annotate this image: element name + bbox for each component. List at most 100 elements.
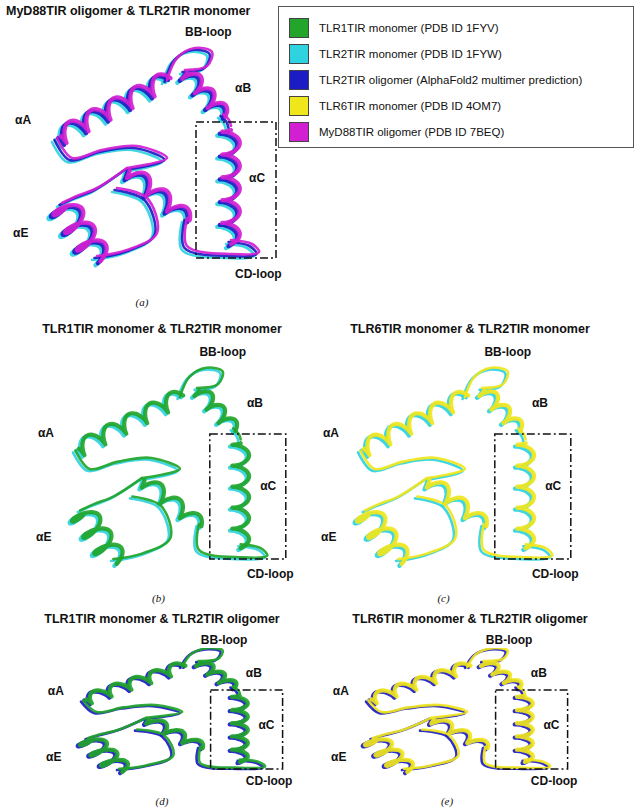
panel-cartoon bbox=[48, 48, 276, 265]
coil-loop bbox=[365, 478, 427, 510]
legend-text: TLR2TIR oligomer (AlphaFold2 multimer pr… bbox=[319, 74, 582, 86]
alpha-helix bbox=[194, 391, 237, 431]
ribbon-structure bbox=[363, 649, 548, 773]
coil-loop bbox=[62, 168, 127, 203]
legend-row: TLR2TIR oligomer (AlphaFold2 multimer pr… bbox=[289, 67, 633, 93]
ribbon-structure bbox=[72, 368, 267, 564]
panel-cartoon bbox=[355, 368, 571, 566]
alpha-helix bbox=[61, 74, 171, 143]
panel-title: TLR1TIR monomer & TLR2TIR oligomer bbox=[44, 612, 279, 626]
legend-row: TLR2TIR monomer (PDB ID 1FYW) bbox=[289, 41, 633, 67]
structure-label: αA bbox=[332, 685, 350, 699]
alpha-helix bbox=[80, 739, 128, 772]
alpha-helix bbox=[196, 663, 237, 689]
coil-loop bbox=[80, 478, 142, 510]
structure-label: αC bbox=[544, 480, 562, 494]
structure-label: αB bbox=[234, 82, 252, 96]
structure-label: CD-loop bbox=[234, 268, 283, 282]
ribbon-structure bbox=[357, 368, 552, 564]
structure-label: αE bbox=[320, 531, 337, 545]
structure-label: CD-loop bbox=[245, 775, 294, 789]
alpha-helix bbox=[427, 480, 487, 526]
coil-loop bbox=[360, 451, 465, 479]
alpha-helix bbox=[127, 170, 190, 220]
alpha-helix bbox=[79, 392, 184, 455]
legend-box: TLR1TIR monomer (PDB ID 1FYV) TLR2TIR mon… bbox=[278, 6, 634, 148]
alpha-helix bbox=[222, 130, 240, 244]
alpha-helix bbox=[517, 443, 534, 548]
structure-label: αB bbox=[531, 397, 549, 411]
structure-label: αA bbox=[322, 427, 340, 441]
structure-label: BB-loop bbox=[198, 346, 247, 360]
coil-loop bbox=[57, 138, 167, 168]
ribbon-structure bbox=[53, 48, 259, 261]
legend-row: TLR6TIR monomer (PDB ID 4OM7) bbox=[289, 93, 633, 119]
structure-label: αA bbox=[47, 685, 65, 699]
alpha-helix bbox=[72, 512, 123, 564]
highlight-box bbox=[496, 690, 568, 769]
legend-text: TLR1TIR monomer (PDB ID 1FYV) bbox=[319, 22, 499, 34]
highlight-box bbox=[210, 434, 286, 559]
structure-label: αE bbox=[45, 751, 62, 765]
structure-label: αE bbox=[12, 227, 29, 241]
coil-loop bbox=[83, 700, 182, 717]
ribbon-structure bbox=[78, 649, 263, 773]
alpha-helix bbox=[365, 739, 413, 772]
alpha-helix bbox=[431, 719, 488, 748]
structure-label: αB bbox=[530, 667, 548, 681]
structure-label: αC bbox=[259, 480, 277, 494]
legend-swatch bbox=[289, 44, 309, 64]
coil-loop bbox=[373, 718, 432, 738]
panel-cartoon bbox=[78, 648, 283, 773]
alpha-helix bbox=[53, 205, 106, 261]
coil-loop bbox=[88, 718, 147, 738]
structure-label: αC bbox=[248, 172, 266, 186]
alpha-helix bbox=[232, 696, 248, 762]
alpha-helix bbox=[481, 663, 522, 689]
structure-label: αE bbox=[35, 531, 52, 545]
structure-label: BB-loop bbox=[200, 634, 249, 648]
alpha-helix bbox=[371, 663, 470, 703]
alpha-helix bbox=[146, 719, 203, 748]
panel-title: MyD88TIR oligomer & TLR2TIR monomer bbox=[6, 4, 250, 18]
structure-label: αB bbox=[246, 397, 264, 411]
panel-letter: (d) bbox=[156, 795, 169, 808]
structure-label: BB-loop bbox=[483, 346, 532, 360]
structure-label: αC bbox=[542, 719, 560, 733]
panel-cartoon bbox=[363, 648, 568, 773]
legend-text: MyD88TIR oligomer (PDB ID 7BEQ) bbox=[319, 126, 504, 138]
structure-label: CD-loop bbox=[246, 568, 295, 582]
panel-cartoon bbox=[70, 368, 286, 566]
structure-label: BB-loop bbox=[184, 26, 233, 40]
panel-title: TLR6TIR monomer & TLR2TIR monomer bbox=[350, 322, 590, 336]
alpha-helix bbox=[517, 696, 533, 762]
ribbon-structure bbox=[365, 648, 550, 772]
coil-loop bbox=[368, 700, 467, 717]
structure-label: CD-loop bbox=[530, 775, 579, 789]
alpha-helix bbox=[86, 663, 185, 703]
legend-swatch bbox=[289, 122, 309, 142]
structure-label: αA bbox=[37, 427, 55, 441]
structure-label: αB bbox=[245, 667, 263, 681]
legend-text: TLR6TIR monomer (PDB ID 4OM7) bbox=[319, 100, 501, 112]
highlight-box bbox=[196, 122, 276, 258]
panel-letter: (a) bbox=[136, 296, 149, 309]
alpha-helix bbox=[357, 512, 408, 564]
structure-label: αA bbox=[14, 114, 32, 128]
structure-label: αC bbox=[257, 719, 275, 733]
panel-title: TLR6TIR monomer & TLR2TIR oligomer bbox=[352, 612, 587, 626]
structure-label: BB-loop bbox=[485, 634, 534, 648]
alpha-helix bbox=[182, 73, 227, 117]
panel-letter: (b) bbox=[152, 592, 165, 605]
structure-label: CD-loop bbox=[531, 568, 580, 582]
ribbon-structure bbox=[355, 369, 550, 565]
ribbon-structure bbox=[51, 50, 257, 263]
legend-swatch bbox=[289, 70, 309, 90]
legend-swatch bbox=[289, 18, 309, 38]
alpha-helix bbox=[479, 391, 522, 431]
alpha-helix bbox=[142, 480, 202, 526]
coil-loop bbox=[75, 451, 180, 479]
legend-swatch bbox=[289, 96, 309, 116]
ribbon-structure bbox=[70, 369, 265, 565]
